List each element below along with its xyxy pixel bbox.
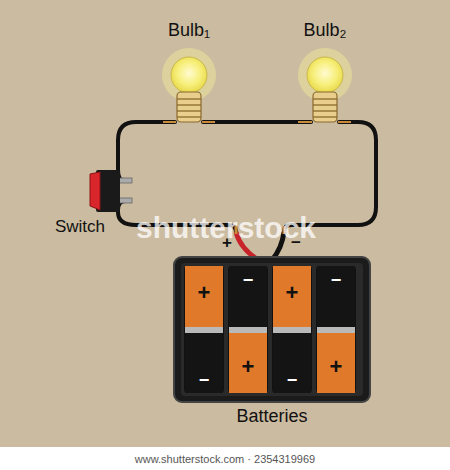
battery-label: Batteries (236, 407, 307, 425)
battery-cell (228, 266, 268, 393)
polarity-sign: + (198, 282, 211, 304)
bulb-1 (162, 48, 216, 122)
battery-holder (174, 257, 370, 402)
battery-cell (272, 266, 312, 393)
battery-cells (184, 266, 356, 393)
footer-bar (0, 447, 450, 470)
watermark: shutterstock (136, 213, 316, 243)
polarity-sign: − (331, 271, 342, 289)
rocker-switch (90, 170, 132, 212)
polarity-sign: + (242, 356, 255, 378)
polarity-sign: − (243, 271, 254, 289)
polarity-sign: − (287, 371, 298, 389)
bulb-label: Bulb₁ (168, 21, 210, 39)
switch-label: Switch (55, 218, 105, 235)
polarity-sign: − (199, 371, 210, 389)
wire (118, 122, 175, 181)
wire (203, 120, 311, 124)
watermark: www.shutterstock.com · 2354319969 (135, 454, 315, 465)
bulb-label: Bulb₂ (303, 21, 346, 39)
polarity-sign: + (330, 356, 343, 378)
battery-cell (316, 266, 356, 393)
battery-cell (184, 266, 224, 393)
bulb-2 (298, 48, 352, 122)
polarity-sign: + (286, 282, 299, 304)
